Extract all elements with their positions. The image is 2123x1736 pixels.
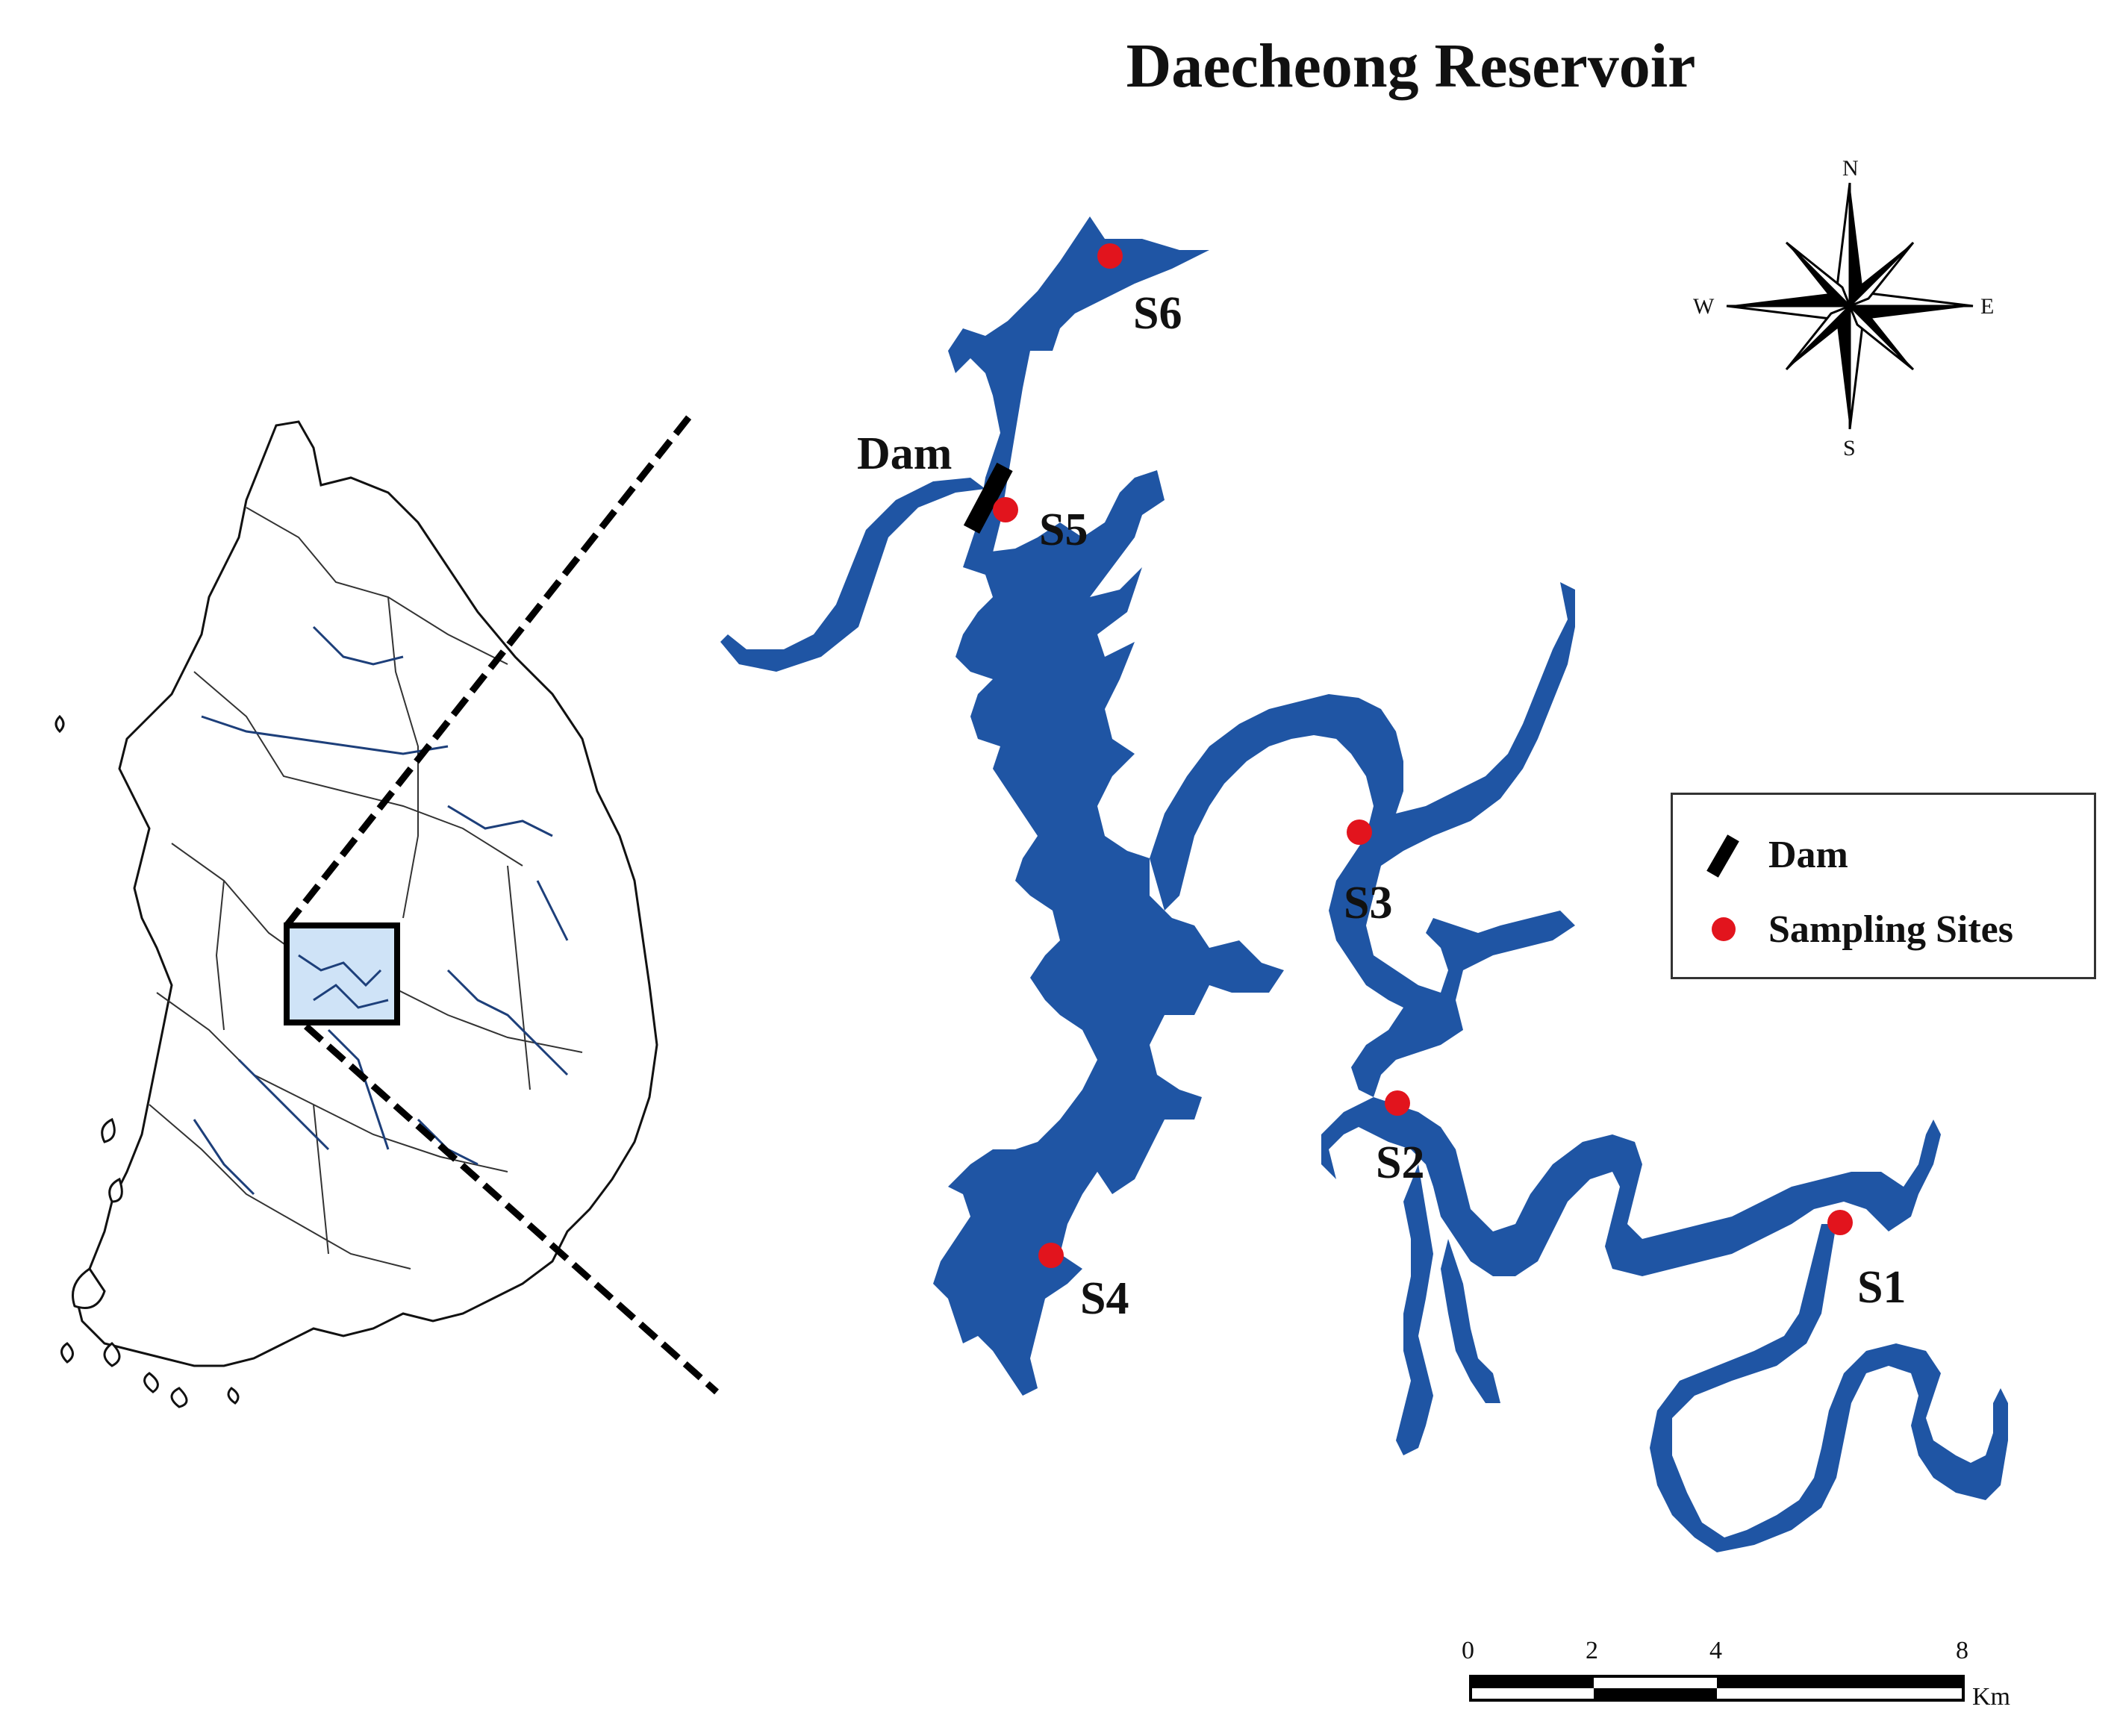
legend-item-dam: Dam — [1703, 832, 1848, 878]
scale-seg-2-4 — [1594, 1688, 1717, 1700]
scale-bar: 0 2 4 8 Km — [1462, 1637, 2010, 1711]
site-label-s6: S6 — [1133, 288, 1182, 339]
site-marker-s2 — [1385, 1090, 1410, 1116]
scale-unit: Km — [1972, 1683, 2010, 1711]
scale-seg-0-2 — [1471, 1676, 1594, 1688]
site-marker-s1 — [1827, 1210, 1853, 1235]
legend-sites-label: Sampling Sites — [1768, 908, 2013, 951]
site-marker-s3 — [1347, 819, 1372, 845]
scale-tick-8: 8 — [1956, 1637, 1968, 1664]
sampling-sites: S6 S5 S4 S3 S2 S1 — [993, 243, 1906, 1324]
zoom-line-lower — [304, 1023, 719, 1395]
study-area-box — [284, 922, 400, 1025]
site-marker-s6 — [1097, 243, 1123, 269]
site-symbol — [1703, 907, 1755, 952]
reservoir-central-body — [933, 470, 1284, 1396]
korea-inset-map — [54, 408, 719, 1408]
zoom-line-upper — [284, 408, 697, 928]
reservoir-loop — [1650, 1224, 2008, 1552]
reservoir-south-branch — [1396, 1164, 1433, 1455]
korea-outline — [73, 420, 658, 1367]
scale-tick-0: 0 — [1462, 1637, 1474, 1664]
reservoir-south-branch-2 — [1441, 1239, 1500, 1403]
scale-tick-4: 4 — [1709, 1637, 1722, 1664]
reservoir-north-arm — [948, 216, 1209, 575]
site-marker-s5 — [993, 497, 1018, 522]
legend: Dam Sampling Sites — [1671, 793, 2096, 979]
site-label-s5: S5 — [1039, 505, 1088, 555]
compass-s: S — [1843, 436, 1856, 460]
dam-symbol — [1703, 832, 1755, 878]
compass-rose: N S E W — [1693, 156, 1994, 460]
scale-tick-2: 2 — [1586, 1637, 1598, 1664]
reservoir-southeast-arm — [1321, 1097, 1941, 1276]
korea-islands — [54, 714, 240, 1408]
dam-marker — [963, 462, 1013, 534]
site-marker-s4 — [1038, 1243, 1064, 1268]
legend-item-sites: Sampling Sites — [1703, 907, 2013, 952]
map-title: Daecheong Reservoir — [1126, 31, 1696, 101]
reservoir-outflow — [720, 478, 985, 672]
reservoir-water — [720, 216, 2008, 1552]
dam-label: Dam — [857, 428, 952, 479]
legend-dam-label: Dam — [1768, 833, 1848, 876]
compass-w: W — [1693, 294, 1715, 319]
site-label-s3: S3 — [1344, 878, 1392, 928]
compass-n: N — [1842, 156, 1859, 181]
scale-seg-4-8 — [1717, 1676, 1963, 1688]
compass-e: E — [1980, 294, 1994, 319]
site-label-s4: S4 — [1080, 1273, 1129, 1324]
site-label-s1: S1 — [1857, 1262, 1906, 1313]
site-label-s2: S2 — [1376, 1137, 1424, 1188]
study-area-rivers — [298, 954, 389, 1009]
